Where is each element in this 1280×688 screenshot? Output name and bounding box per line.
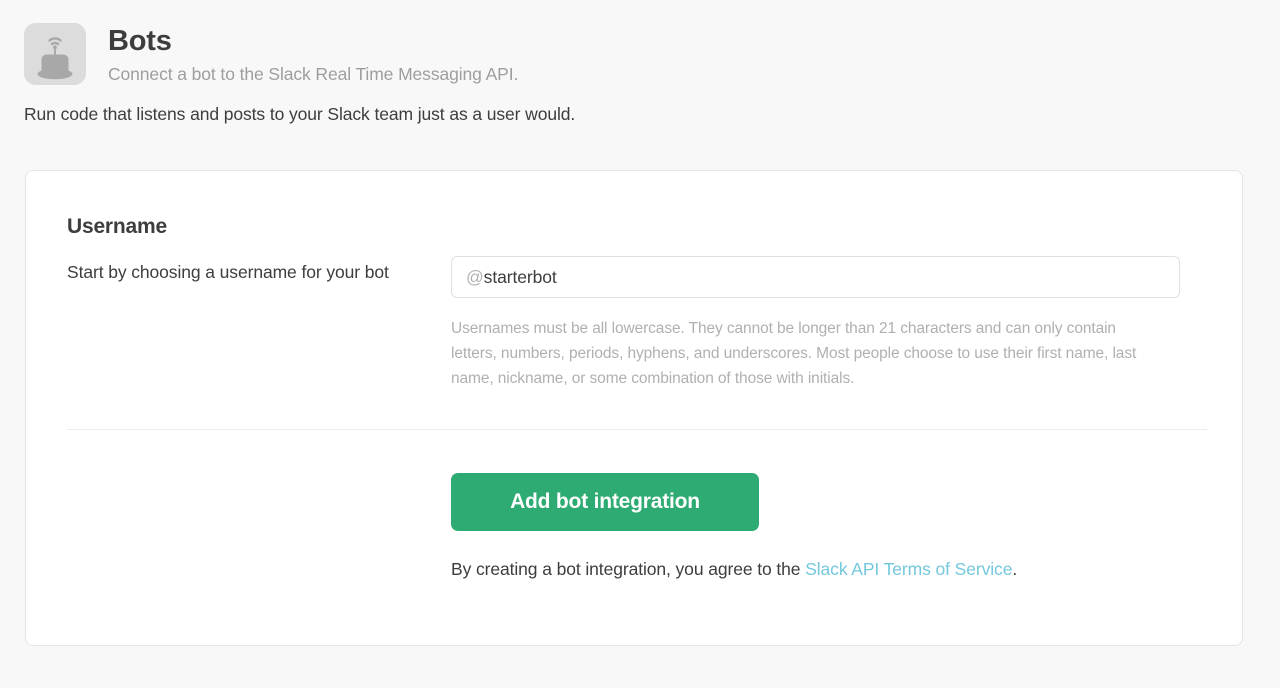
username-input-prefix: @ xyxy=(466,266,484,287)
terms-notice-prefix: By creating a bot integration, you agree… xyxy=(451,559,806,579)
page-subtitle: Connect a bot to the Slack Real Time Mes… xyxy=(108,64,519,84)
section-title-username: Username xyxy=(67,215,167,238)
username-input[interactable]: @starterbot xyxy=(451,256,1180,298)
page-intro-text: Run code that listens and posts to your … xyxy=(24,104,576,124)
page-title: Bots xyxy=(108,25,172,57)
header-text-block: Bots Connect a bot to the Slack Real Tim… xyxy=(108,22,518,86)
bot-configuration-card: Username Start by choosing a username fo… xyxy=(25,170,1243,646)
add-bot-integration-button[interactable]: Add bot integration xyxy=(451,473,759,531)
section-divider xyxy=(67,429,1207,430)
username-input-value[interactable]: starterbot xyxy=(483,266,557,287)
bot-robot-icon xyxy=(24,23,86,85)
page-header: Bots Connect a bot to the Slack Real Tim… xyxy=(0,0,1280,86)
terms-notice-suffix: . xyxy=(1012,559,1018,579)
username-field-description: Start by choosing a username for your bo… xyxy=(67,262,389,282)
slack-api-terms-link[interactable]: Slack API Terms of Service xyxy=(805,559,1013,579)
username-input-hint: Usernames must be all lowercase. They ca… xyxy=(451,320,1137,387)
terms-notice: By creating a bot integration, you agree… xyxy=(451,557,1017,581)
username-field-column: @starterbot Usernames must be all lowerc… xyxy=(451,256,1180,391)
